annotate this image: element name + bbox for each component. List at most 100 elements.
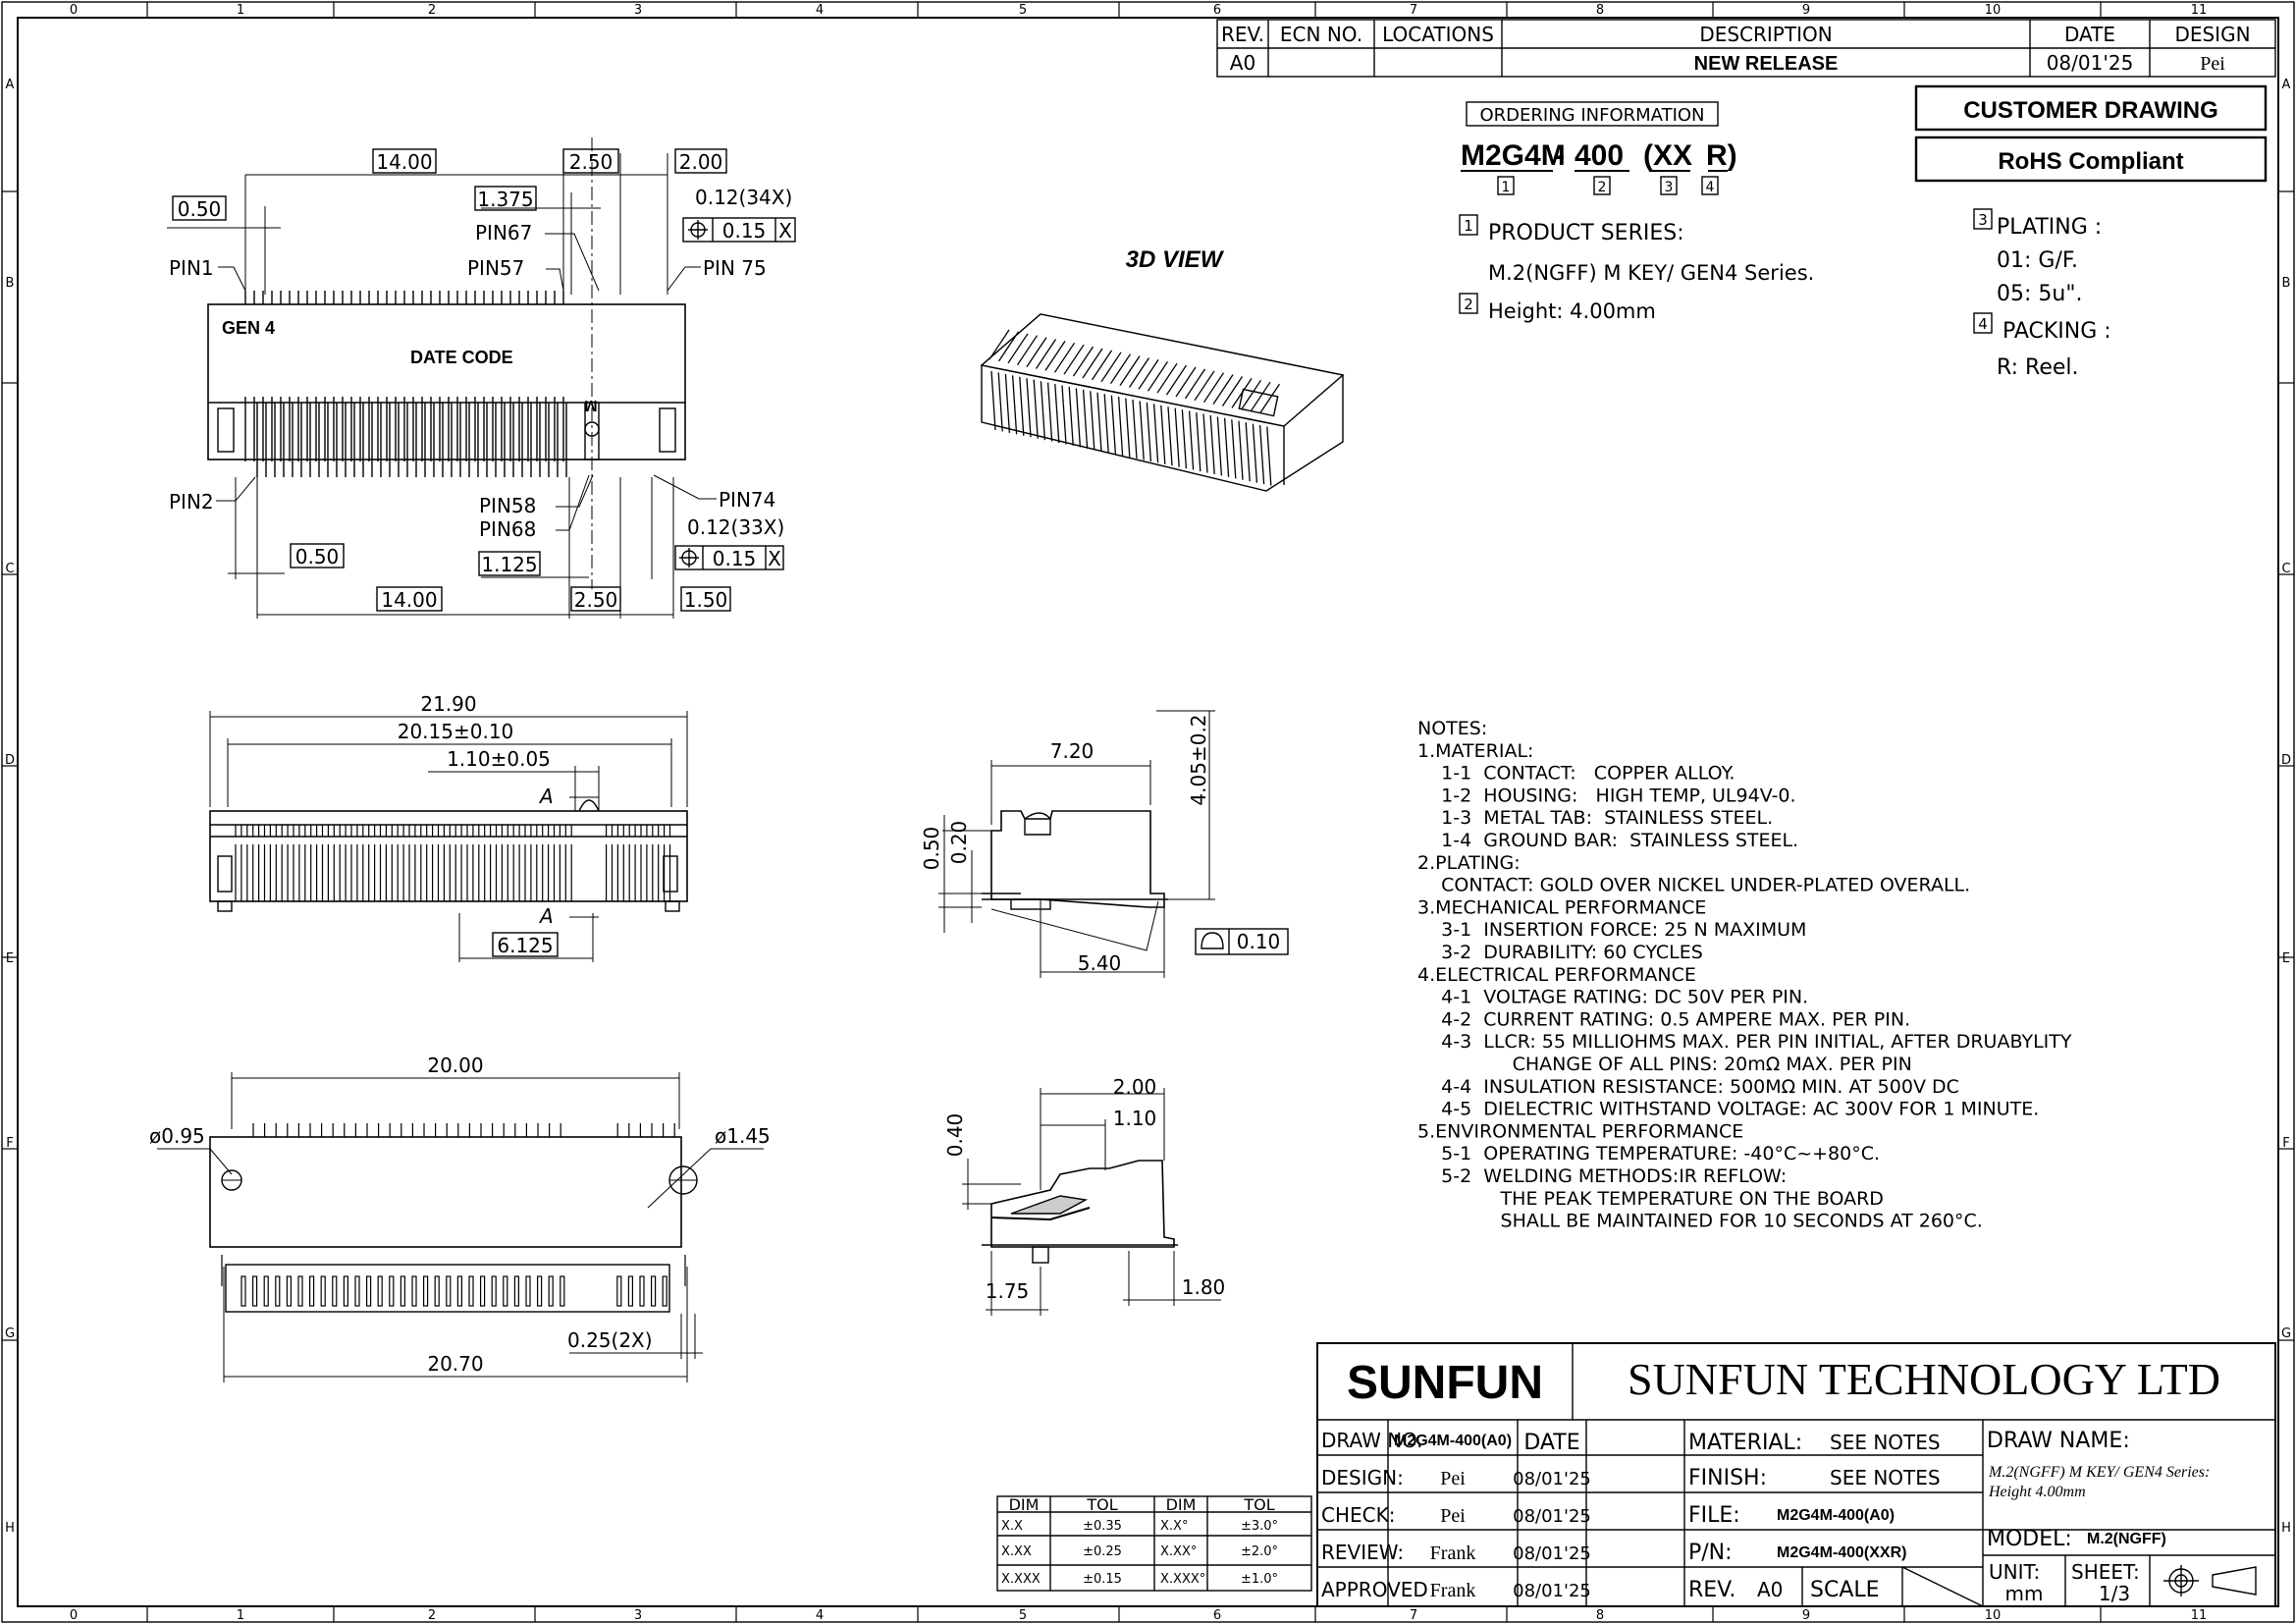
rev-header-design: DESIGN bbox=[2174, 23, 2250, 46]
customer-drawing-label: CUSTOMER DRAWING bbox=[1963, 97, 2218, 124]
plating-05: 05: 5u". bbox=[1997, 282, 2082, 306]
flatness-value: 0.10 bbox=[1237, 930, 1281, 953]
zone-col-top: 8 bbox=[1596, 3, 1604, 18]
rev-date: 08/01'25 bbox=[2047, 51, 2134, 75]
review-by: Frank bbox=[1430, 1543, 1476, 1564]
note-line: 3.MECHANICAL PERFORMANCE bbox=[1417, 896, 1706, 918]
fcf-top-ref: X bbox=[778, 219, 792, 243]
zone-col-bottom: 7 bbox=[1410, 1608, 1417, 1623]
company-name: SUNFUN TECHNOLOGY LTD bbox=[1628, 1354, 2220, 1404]
note-line: 1-2 HOUSING: HIGH TEMP, UL94V-0. bbox=[1417, 785, 1796, 806]
note-line: 1.MATERIAL: bbox=[1417, 740, 1533, 762]
fcf-top: 0.15 X bbox=[682, 217, 796, 243]
zone-row-right: A bbox=[2282, 78, 2291, 92]
rev-header-date: DATE bbox=[2064, 23, 2115, 46]
tol-cell: ±2.0° bbox=[1241, 1544, 1278, 1559]
pin74-label: PIN74 bbox=[719, 488, 775, 512]
ordering-index-n1: 1 bbox=[1502, 180, 1511, 195]
dim-0-50-top: 0.50 bbox=[178, 197, 222, 221]
pin1-label: PIN1 bbox=[169, 256, 214, 280]
approved-date: 08/01'25 bbox=[1513, 1581, 1591, 1601]
rev-header-ecn: ECN NO. bbox=[1280, 23, 1362, 46]
tol-header: DIM bbox=[1166, 1495, 1197, 1514]
zone-col-bottom: 0 bbox=[70, 1608, 78, 1623]
draw-name-line-2: Height 4.00mm bbox=[1988, 1484, 2086, 1500]
tol-cell: ±0.35 bbox=[1083, 1519, 1122, 1534]
rev-header-rev: REV. bbox=[1221, 23, 1264, 46]
gen4-marking: GEN 4 bbox=[222, 318, 275, 338]
ordering-index-n2: 2 bbox=[1598, 180, 1607, 195]
zone-col-bottom: 1 bbox=[237, 1608, 244, 1623]
dim-21-90: 21.90 bbox=[420, 692, 476, 716]
dim-1-375: 1.375 bbox=[477, 188, 533, 211]
note-line: 4-5 DIELECTRIC WITHSTAND VOLTAGE: AC 300… bbox=[1417, 1099, 2039, 1120]
section-a-bottom: A bbox=[538, 904, 554, 928]
ordering-information: ORDERING INFORMATION M2G4M - 400 (XX R) … bbox=[1459, 101, 2111, 380]
dim-1-10-section: 1.10 bbox=[1113, 1107, 1157, 1130]
dim-5-40: 5.40 bbox=[1078, 951, 1122, 975]
unit-value: mm bbox=[2005, 1582, 2044, 1605]
note-line: 4-2 CURRENT RATING: 0.5 AMPERE MAX. PER … bbox=[1417, 1008, 1910, 1030]
dim-20-70: 20.70 bbox=[427, 1352, 483, 1376]
pn-value: M2G4M-400(XXR) bbox=[1777, 1544, 1906, 1561]
check-label: CHECK: bbox=[1321, 1503, 1395, 1527]
ordering-index-n4: 4 bbox=[1706, 180, 1715, 195]
dim-20-15: 20.15±0.10 bbox=[398, 720, 514, 743]
draw-no-value: M2G4M-400(A0) bbox=[1394, 1433, 1512, 1449]
zone-col-top: 4 bbox=[816, 3, 824, 18]
revision-table: REV. ECN NO. LOCATIONS DESCRIPTION DATE … bbox=[1216, 19, 2276, 78]
tol-cell: ±1.0° bbox=[1241, 1572, 1278, 1587]
bottom-view: 20.00 ø0.95 ø1.45 0.25(2X) 20.70 bbox=[149, 1054, 771, 1382]
file-value: M2G4M-400(A0) bbox=[1777, 1507, 1895, 1524]
tol-cell: X.XXX bbox=[1001, 1572, 1041, 1587]
view-3d-label: 3D VIEW bbox=[1126, 246, 1225, 273]
zone-col-bottom: 5 bbox=[1019, 1608, 1027, 1623]
scale-label: SCALE bbox=[1810, 1578, 1880, 1602]
front-view-body bbox=[209, 810, 688, 902]
zone-row-left: B bbox=[6, 276, 15, 291]
note-line: 4-3 LLCR: 55 MILLIOHMS MAX. PER PIN INIT… bbox=[1417, 1031, 2072, 1053]
model-label: MODEL: bbox=[1987, 1527, 2072, 1551]
title-block: SUNFUN SUNFUN TECHNOLOGY LTD DRAW NO. M2… bbox=[1316, 1342, 2276, 1607]
zone-col-top: 11 bbox=[2191, 3, 2208, 18]
plating-01: 01: G/F. bbox=[1997, 248, 2078, 273]
spec-index-n1: 1 bbox=[1464, 217, 1473, 235]
view-3d: 3D VIEW bbox=[980, 246, 1345, 492]
zone-row-right: F bbox=[2282, 1136, 2289, 1151]
zone-col-top: 2 bbox=[428, 3, 436, 18]
packing-label: PACKING : bbox=[2002, 319, 2111, 344]
pin58-label: PIN58 bbox=[479, 494, 536, 517]
finish-value: SEE NOTES bbox=[1830, 1466, 1941, 1489]
rev-value-block: A0 bbox=[1757, 1578, 1783, 1601]
zone-col-bottom: 9 bbox=[1802, 1608, 1810, 1623]
pin67-label: PIN67 bbox=[475, 221, 532, 244]
tol-cell: ±0.15 bbox=[1083, 1572, 1122, 1587]
zone-col-bottom: 2 bbox=[428, 1608, 436, 1623]
notes-block: NOTES:1.MATERIAL: 1-1 CONTACT: COPPER AL… bbox=[1417, 718, 2072, 1232]
packing-r: R: Reel. bbox=[1997, 355, 2079, 380]
approved-by: Frank bbox=[1430, 1580, 1476, 1601]
draw-no-label: DRAW NO. bbox=[1321, 1429, 1422, 1452]
draw-name-label: DRAW NAME: bbox=[1987, 1429, 2130, 1453]
customer-drawing-badge: CUSTOMER DRAWING bbox=[1914, 84, 2268, 132]
dim-0-50-side: 0.50 bbox=[920, 827, 943, 871]
dim-7-20: 7.20 bbox=[1050, 739, 1095, 763]
pin2-label: PIN2 bbox=[169, 490, 214, 514]
zone-col-top: 3 bbox=[634, 3, 642, 18]
finish-label: FINISH: bbox=[1688, 1466, 1767, 1490]
tol-cell: X.XX° bbox=[1160, 1544, 1197, 1559]
part-packing-code: R) bbox=[1706, 139, 1737, 172]
dim-2-00-section: 2.00 bbox=[1113, 1075, 1157, 1099]
note-line: 2.PLATING: bbox=[1417, 852, 1521, 874]
zone-row-left: H bbox=[5, 1521, 15, 1536]
material-value: SEE NOTES bbox=[1830, 1431, 1941, 1454]
fcf-top-value: 0.15 bbox=[722, 219, 767, 243]
zone-row-right: C bbox=[2281, 562, 2290, 576]
dim-hole-0-95: ø0.95 bbox=[149, 1124, 205, 1148]
zone-col-top: 9 bbox=[1802, 3, 1810, 18]
zone-row-left: G bbox=[5, 1326, 15, 1341]
tol-cell: ±3.0° bbox=[1241, 1519, 1278, 1534]
zone-col-top: 1 bbox=[237, 3, 244, 18]
